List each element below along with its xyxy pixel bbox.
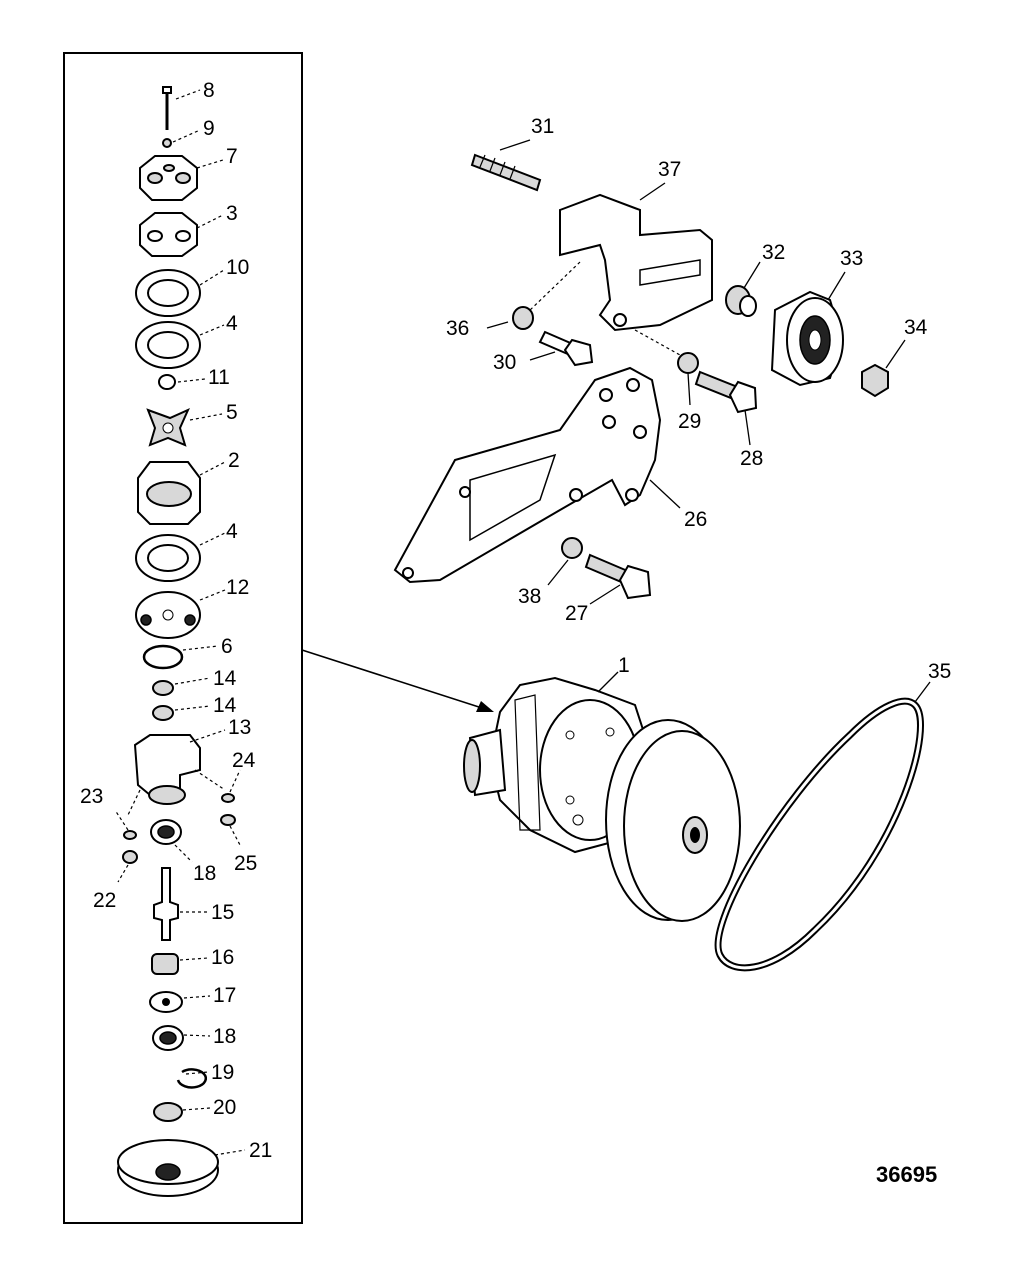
part-plate-12: [135, 591, 201, 639]
callout-4a: 4: [226, 312, 238, 335]
part-washer-38: [561, 537, 583, 559]
callout-12: 12: [226, 576, 249, 599]
callout-21: 21: [249, 1139, 272, 1162]
part-washer-9: [162, 138, 172, 148]
callout-13: 13: [228, 716, 251, 739]
callout-4b: 4: [226, 520, 238, 543]
part-shaft-15: [153, 867, 179, 941]
part-pulley-21: [117, 1139, 219, 1197]
callout-14a: 14: [213, 667, 237, 690]
part-14a: [152, 680, 174, 696]
part-11: [158, 374, 176, 390]
part-snap-ring-19: [176, 1068, 207, 1089]
part-pump-pulley: [605, 719, 741, 922]
callout-20: 20: [213, 1096, 236, 1119]
callout-24: 24: [232, 749, 256, 772]
callout-3: 3: [226, 202, 238, 225]
callout-18a: 18: [193, 862, 216, 885]
part-22: [122, 850, 138, 864]
part-14b: [152, 705, 174, 721]
callout-1: 1: [618, 654, 630, 677]
part-gasket-3: [139, 212, 198, 257]
part-23: [123, 830, 137, 840]
callout-8: 8: [203, 79, 215, 102]
callout-34: 34: [904, 316, 928, 339]
callout-7: 7: [226, 145, 238, 168]
part-bolt-30: [538, 330, 594, 367]
part-bearing-18a: [150, 819, 182, 845]
part-washer-36: [512, 306, 534, 330]
callout-31: 31: [531, 115, 554, 138]
pump-breakdown-inset-frame: [63, 52, 303, 1224]
callout-29: 29: [678, 410, 701, 433]
callout-25: 25: [234, 852, 257, 875]
callout-14b: 14: [213, 694, 237, 717]
part-mounting-bracket-26: [393, 366, 662, 584]
part-gasket-4a: [135, 321, 201, 369]
callout-15: 15: [211, 901, 234, 924]
callout-32: 32: [762, 241, 785, 264]
part-bearing-18b: [152, 1025, 184, 1051]
part-pump-housing-2: [137, 461, 201, 525]
callout-17: 17: [213, 984, 236, 1007]
callout-23: 23: [80, 785, 103, 808]
callout-16: 16: [211, 946, 234, 969]
callout-26: 26: [684, 508, 707, 531]
callout-30: 30: [493, 351, 516, 374]
callout-27: 27: [565, 602, 588, 625]
part-sleeve-16: [151, 953, 179, 975]
part-stud-31: [470, 153, 542, 192]
part-25: [220, 814, 236, 826]
callout-35: 35: [928, 660, 951, 683]
part-bolt-28: [694, 370, 758, 414]
callout-19: 19: [211, 1061, 234, 1084]
callout-38: 38: [518, 585, 541, 608]
part-spacer-32: [725, 285, 757, 317]
callout-33: 33: [840, 247, 863, 270]
part-bearing-housing-13: [127, 734, 226, 816]
callout-5: 5: [226, 401, 238, 424]
part-washer-29: [677, 352, 699, 374]
callout-6: 6: [221, 635, 233, 658]
part-bolt-27: [584, 553, 652, 600]
part-bracket-37: [527, 193, 713, 356]
figure-id: 36695: [876, 1162, 937, 1187]
part-drive-belt-35: [714, 697, 924, 972]
part-gasket-4b: [135, 534, 201, 582]
bracket-leader-lines: [486, 139, 906, 605]
callout-18b: 18: [213, 1025, 236, 1048]
callout-10: 10: [226, 256, 249, 279]
part-impeller-5: [146, 408, 190, 447]
callout-37: 37: [658, 158, 681, 181]
callout-labels: 8 9 7 3 10 4 11 5 2 4 12 6 14 14 13 24 2…: [80, 79, 951, 1187]
part-seal-17: [149, 991, 183, 1013]
part-nut-34: [861, 363, 889, 398]
callout-9: 9: [203, 117, 215, 140]
inset-to-pump-arrow: [301, 649, 494, 712]
callout-36: 36: [446, 317, 469, 340]
inset-leader-lines: [114, 89, 246, 1156]
part-o-ring-6: [142, 644, 184, 670]
callout-2: 2: [228, 449, 240, 472]
pump-leader-lines: [597, 671, 931, 703]
part-24: [221, 793, 235, 803]
part-idler-pulley-33: [770, 290, 844, 387]
callout-11: 11: [208, 366, 230, 389]
part-washer-20: [153, 1102, 183, 1122]
part-bolt-8: [162, 86, 172, 130]
callout-28: 28: [740, 447, 763, 470]
part-wear-plate-10: [135, 269, 201, 317]
callout-22: 22: [93, 889, 116, 912]
part-cover-plate-7: [139, 155, 198, 201]
